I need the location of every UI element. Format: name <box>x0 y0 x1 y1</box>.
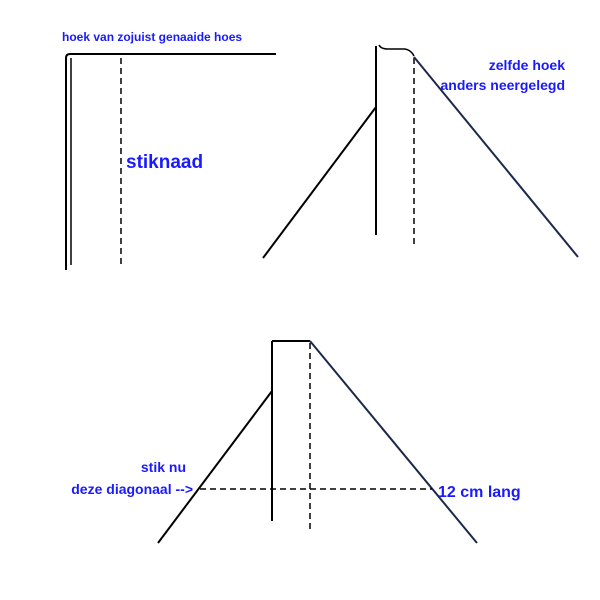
figure3-left-label-line1: stik nu <box>141 459 186 475</box>
left-diagonal <box>262 106 377 259</box>
figure3-left-label-line2: deze diagonaal --> <box>71 481 193 497</box>
right-diagonal <box>413 56 579 258</box>
left-diagonal <box>157 390 273 544</box>
figure-1: hoek van zojuist genaaide hoes stiknaad <box>62 30 276 270</box>
right-diagonal <box>309 340 478 544</box>
figure1-title: hoek van zojuist genaaide hoes <box>62 30 242 44</box>
figure2-label-line1: zelfde hoek <box>489 57 565 73</box>
figure-2: zelfde hoek anders neergelegd <box>262 44 579 259</box>
figure3-right-label: 12 cm lang <box>438 484 521 501</box>
figure-3: stik nu deze diagonaal --> 12 cm lang <box>71 340 521 544</box>
top-edge <box>378 44 415 57</box>
seam-label: stiknaad <box>126 152 203 173</box>
fold-edge <box>65 53 276 270</box>
figure2-label-line2: anders neergelegd <box>441 77 566 93</box>
